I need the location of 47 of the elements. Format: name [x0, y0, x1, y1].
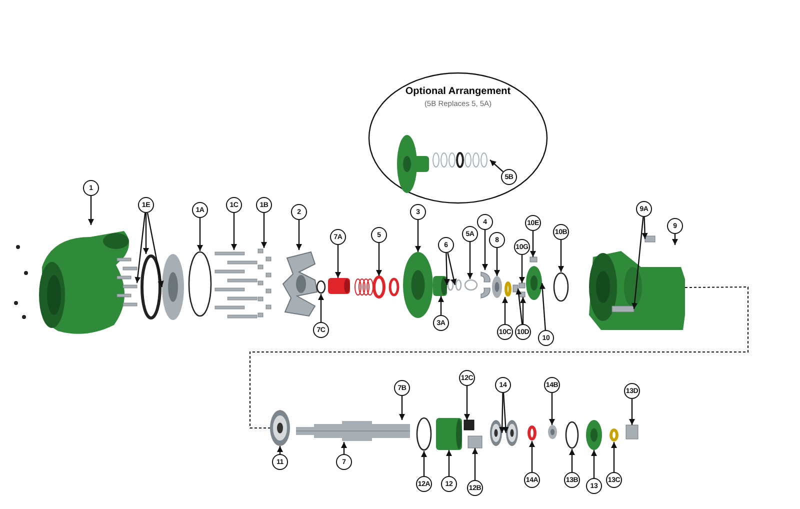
leader-line: [415, 220, 421, 252]
leader-line: [611, 442, 617, 472]
leader-line: [472, 448, 478, 480]
leader-line: [376, 243, 382, 276]
leader-line: [629, 399, 635, 425]
detail-ellipse: [368, 72, 548, 204]
leader-line: [399, 396, 405, 420]
leader-line: [438, 296, 444, 315]
leader-line: [444, 252, 450, 286]
detail-title: Optional Arrangement: [404, 86, 512, 97]
leader-line: [558, 240, 564, 272]
leader-line: [277, 446, 283, 454]
leader-line: [296, 220, 302, 250]
leader-line: [134, 212, 146, 284]
leader-line: [502, 392, 509, 434]
leader-line: [519, 255, 525, 283]
leader-line: [197, 218, 203, 251]
leader-line: [231, 213, 237, 250]
leader-line: [318, 294, 324, 322]
leader-line: [502, 297, 508, 324]
dashed-connector: [250, 286, 748, 428]
leader-line: [591, 450, 597, 478]
leader-line: [467, 242, 473, 279]
leader-line: [499, 392, 506, 434]
leader-line: [642, 216, 648, 240]
leader-line: [672, 234, 678, 245]
leader-line: [341, 442, 347, 454]
leader-line: [516, 288, 523, 324]
leader-line: [569, 449, 575, 472]
leader-line: [632, 216, 644, 310]
leader-line: [549, 393, 555, 425]
leader-line: [530, 231, 536, 257]
leader-line: [146, 212, 164, 288]
leader-line: [447, 252, 457, 286]
leader-line: [490, 160, 504, 172]
leader-line: [261, 213, 267, 248]
leader-line: [482, 230, 488, 270]
leader-line: [464, 386, 470, 420]
leader-line: [446, 450, 452, 476]
leader-line: [335, 245, 341, 278]
leader-line: [539, 282, 546, 330]
leader-line: [494, 248, 500, 276]
leader-line: [88, 196, 94, 225]
leader-line: [143, 213, 149, 254]
leader-line: [529, 441, 535, 472]
leader-line: [520, 297, 526, 324]
leader-line: [421, 451, 427, 476]
